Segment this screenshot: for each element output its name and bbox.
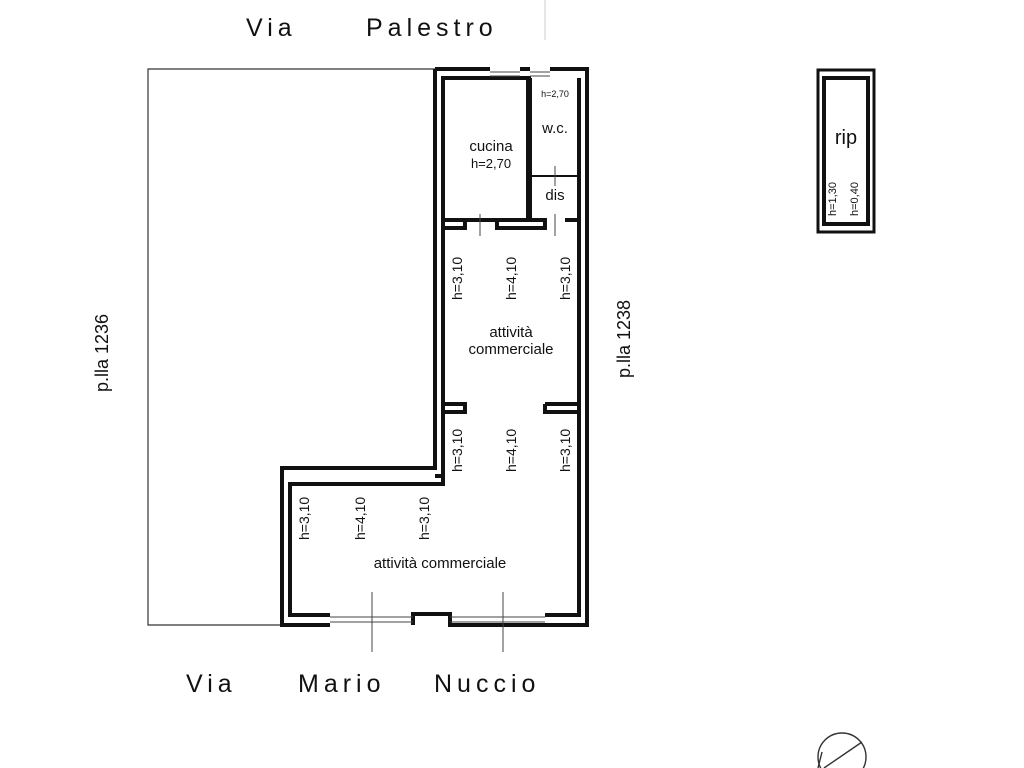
- height-label: h=3,10: [449, 428, 465, 472]
- room-wc-name: w.c.: [542, 120, 568, 137]
- room-shop-upper-name-2: commerciale: [468, 341, 554, 358]
- height-label: h=3,10: [416, 496, 432, 540]
- street-label-nuccio: Nuccio: [434, 670, 541, 698]
- height-label: h=4,10: [503, 428, 519, 472]
- height-label: h=3,10: [296, 496, 312, 540]
- height-label: h=3,10: [449, 256, 465, 300]
- north-arrow-icon: [817, 732, 867, 768]
- room-storage-name: rip: [834, 127, 858, 149]
- street-label-mario: Mario: [298, 670, 386, 698]
- room-kitchen-name: cucina: [469, 138, 513, 155]
- room-shop-upper: attività commerciale: [445, 324, 577, 358]
- room-dis-name: dis: [545, 187, 565, 204]
- room-wc-height: h=2,70: [541, 89, 569, 99]
- room-kitchen: cucina h=2,70: [455, 138, 527, 172]
- height-label: h=4,10: [503, 256, 519, 300]
- height-label: h=3,10: [557, 428, 573, 472]
- room-shop-upper-name-1: attività: [489, 324, 533, 341]
- parcel-label-right: p.lla 1238: [614, 299, 634, 378]
- parcel-label-left: p.lla 1236: [92, 313, 112, 392]
- street-label-via-top: Via: [246, 14, 297, 42]
- room-shop-lower-name: attività commerciale: [373, 555, 507, 572]
- height-label: h=0,40: [849, 182, 861, 216]
- height-label: h=1,30: [827, 182, 839, 216]
- building-walls: [280, 67, 589, 627]
- height-label: h=4,10: [352, 496, 368, 540]
- storage-walls: [816, 68, 876, 234]
- height-label: h=3,10: [557, 256, 573, 300]
- room-kitchen-height: h=2,70: [470, 156, 512, 171]
- street-label-via-bottom: Via: [186, 670, 237, 698]
- street-label-palestro: Palestro: [366, 14, 498, 42]
